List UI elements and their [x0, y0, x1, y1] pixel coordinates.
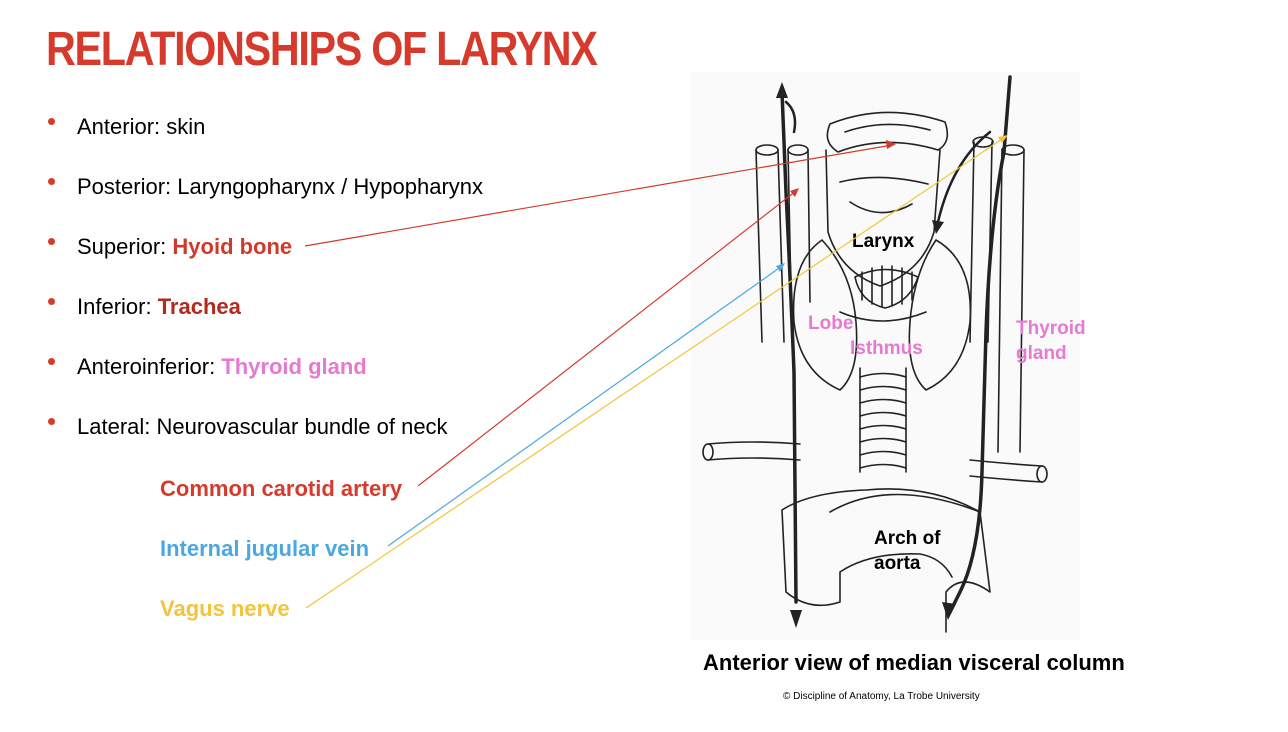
bullet-dot-icon: [48, 118, 55, 125]
figure-label-thyroid-line1: Thyroid: [1016, 318, 1086, 339]
arrow-down-left-icon: [790, 610, 802, 628]
trachea-shape: [859, 367, 907, 473]
bullet-value: Neurovascular bundle of neck: [156, 414, 448, 439]
bullet-anteroinferior: Anteroinferior: Thyroid gland: [46, 352, 606, 412]
label-vagus-nerve: Vagus nerve: [160, 596, 290, 621]
bullet-label: Anteroinferior:: [77, 354, 222, 379]
label-internal-jugular-vein: Internal jugular vein: [160, 536, 370, 561]
bullet-dot-icon: [48, 418, 55, 425]
bullet-label: Anterior:: [77, 114, 167, 139]
bullet-posterior: Posterior: Laryngopharynx / Hypopharynx: [46, 172, 606, 232]
bullet-dot-icon: [48, 298, 55, 305]
figure-label-thyroid-line2: gland: [1016, 343, 1067, 364]
bullet-value-hyoid-bone: Hyoid bone: [172, 234, 293, 259]
figure-label-aorta-line1: Arch of: [874, 528, 941, 549]
copyright-credit: © Discipline of Anatomy, La Trobe Univer…: [783, 691, 980, 702]
left-jugular-vein: [755, 149, 785, 343]
right-carotid-artery: [969, 141, 993, 343]
bullet-label: Inferior:: [77, 294, 158, 319]
bullet-superior: Superior: Hyoid bone: [46, 232, 606, 292]
bullet-anterior: Anterior: skin: [46, 112, 606, 172]
bullet-label: Posterior:: [77, 174, 178, 199]
bullet-lateral: Lateral: Neurovascular bundle of neck: [46, 412, 606, 472]
figure-label-larynx: Larynx: [852, 231, 915, 252]
bullet-value: Laryngopharynx / Hypopharynx: [177, 174, 483, 199]
relationship-list: Anterior: skin Posterior: Laryngopharynx…: [46, 112, 606, 472]
bullet-dot-icon: [48, 358, 55, 365]
figure-caption: Anterior view of median visceral column: [703, 650, 1125, 675]
bullet-value-trachea: Trachea: [157, 294, 241, 319]
label-common-carotid-artery: Common carotid artery: [160, 476, 403, 501]
bullet-inferior: Inferior: Trachea: [46, 292, 606, 352]
figure-label-lobe: Lobe: [808, 313, 854, 334]
bullet-dot-icon: [48, 178, 55, 185]
slide-title: RELATIONSHIPS OF LARYNX: [46, 23, 598, 76]
figure-label-aorta-line2: aorta: [874, 553, 921, 574]
bullet-value: skin: [166, 114, 206, 139]
figure-label-isthmus: Isthmus: [850, 338, 923, 359]
right-jugular-vein: [997, 149, 1025, 453]
arrow-down-right-icon: [942, 602, 956, 620]
right-vagus-nerve: [948, 75, 1012, 614]
bullet-label: Lateral:: [77, 414, 157, 439]
figure-label-thyroid-gland: Thyroid gland: [1016, 316, 1086, 366]
figure-label-arch-of-aorta: Arch of aorta: [874, 526, 941, 576]
bullet-value-thyroid-gland: Thyroid gland: [221, 354, 367, 379]
bullet-dot-icon: [48, 238, 55, 245]
bullet-label: Superior:: [77, 234, 173, 259]
arrow-up-left-icon: [776, 82, 788, 98]
